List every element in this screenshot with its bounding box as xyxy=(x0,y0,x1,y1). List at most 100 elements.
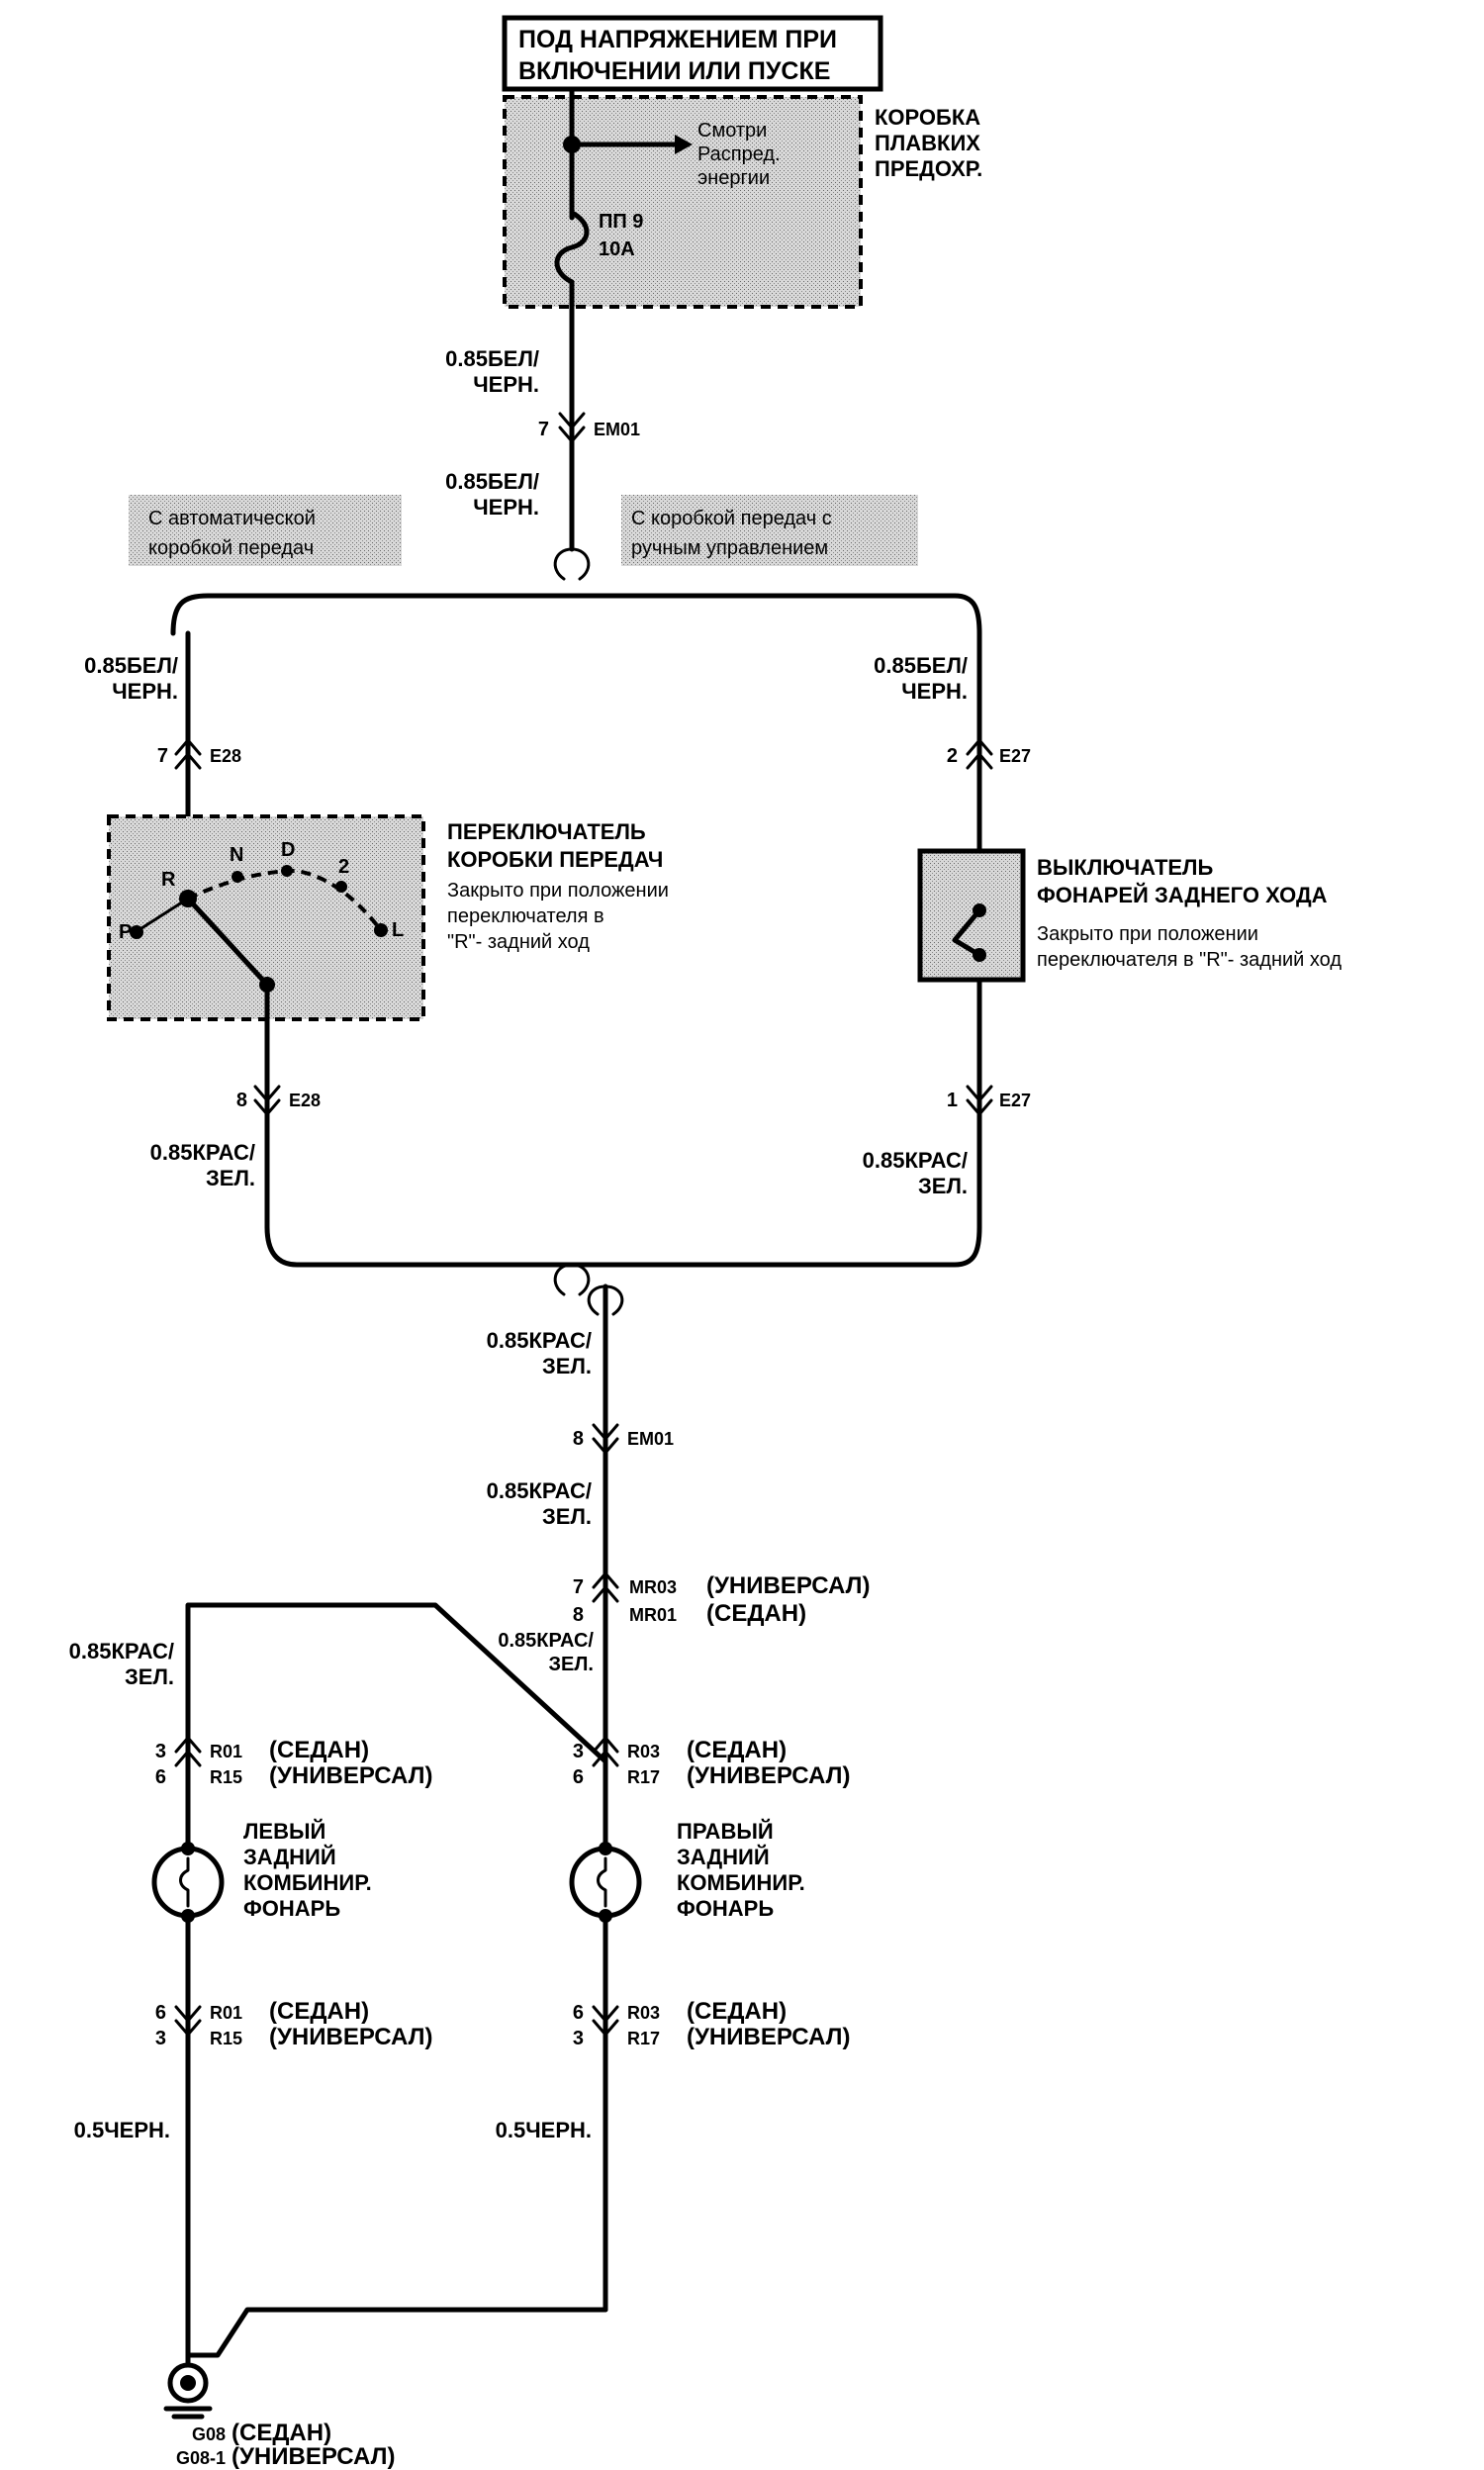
svg-text:E27: E27 xyxy=(999,746,1031,766)
left-lamp-label-4: ФОНАРЬ xyxy=(243,1896,340,1921)
wire-bus-top xyxy=(170,593,982,636)
svg-text:R17: R17 xyxy=(627,1767,660,1787)
right-lamp-label-2: ЗАДНИЙ xyxy=(677,1845,770,1869)
gear-pos-P: P xyxy=(119,921,132,943)
svg-text:R01: R01 xyxy=(210,2003,242,2023)
svg-text:(СЕДАН): (СЕДАН) xyxy=(269,1998,369,2025)
wire-label-right-bottom-a: 0.85КРАС/ xyxy=(863,1148,968,1173)
fuse-see-note-2: Распред. xyxy=(697,143,781,165)
connector-e28-bottom: 8 E28 xyxy=(236,1085,321,1116)
fuse-rating: 10А xyxy=(599,238,635,260)
right-lamp-label-4: ФОНАРЬ xyxy=(677,1896,774,1921)
wire-label-center1-b: ЗЕЛ. xyxy=(542,1354,592,1378)
svg-text:R03: R03 xyxy=(627,2003,660,2023)
wire-label-center2-b: ЗЕЛ. xyxy=(542,1504,592,1529)
connector-e27-bottom: 1 E27 xyxy=(947,1085,1031,1116)
svg-text:(СЕДАН): (СЕДАН) xyxy=(706,1600,806,1627)
wire-label-w1b: ЧЕРН. xyxy=(473,372,539,397)
wire-label-left-bottom-a: 0.85КРАС/ xyxy=(150,1140,255,1165)
fuse-id: ПП 9 xyxy=(599,211,643,233)
gear-switch-title-1: ПЕРЕКЛЮЧАТЕЛЬ xyxy=(447,819,646,844)
svg-text:С коробкой передач с: С коробкой передач с xyxy=(631,508,832,529)
fuse-see-note-1: Смотри xyxy=(697,120,767,142)
gear-switch-note-2: переключателя в xyxy=(447,905,604,927)
fuse-box-title-3: ПРЕДОХР. xyxy=(875,156,982,181)
variant-auto-note: С автоматической коробкой передач xyxy=(129,495,402,566)
reverse-switch-title-2: ФОНАРЕЙ ЗАДНЕГО ХОДА xyxy=(1037,883,1328,907)
svg-text:ручным управлением: ручным управлением xyxy=(631,537,828,559)
arrow-right-icon xyxy=(675,135,693,154)
fuse-box-title-2: ПЛАВКИХ xyxy=(875,131,980,155)
svg-text:6: 6 xyxy=(573,2002,584,2024)
wire-label-w2a: 0.85БЕЛ/ xyxy=(445,469,539,494)
wire-label-lamp-left-a: 0.85КРАС/ xyxy=(69,1639,174,1663)
connector-em01-top: 7 EM01 xyxy=(538,412,640,443)
svg-text:(УНИВЕРСАЛ): (УНИВЕРСАЛ) xyxy=(687,2024,850,2050)
ground-id-2: G08-1 xyxy=(176,2448,226,2468)
svg-text:С автоматической: С автоматической xyxy=(148,508,316,529)
wire-label-center1-a: 0.85КРАС/ xyxy=(487,1328,592,1353)
svg-text:EM01: EM01 xyxy=(627,1429,674,1449)
connector-em01-mid: 8 EM01 xyxy=(573,1423,674,1455)
gear-pos-D: D xyxy=(281,839,295,861)
connector-right-lamp-top: 3 R03 (СЕДАН) 6 R17 (УНИВЕРСАЛ) xyxy=(573,1736,850,1789)
gear-pos-L: L xyxy=(392,919,404,941)
svg-text:(СЕДАН): (СЕДАН) xyxy=(687,1737,787,1763)
svg-text:1: 1 xyxy=(947,1090,958,1111)
svg-text:коробкой передач: коробкой передач xyxy=(148,537,314,559)
left-lamp-label-1: ЛЕВЫЙ xyxy=(243,1819,325,1844)
wire-label-right-bottom-b: ЗЕЛ. xyxy=(918,1174,968,1198)
svg-text:7: 7 xyxy=(573,1576,584,1598)
svg-text:3: 3 xyxy=(573,2028,584,2049)
svg-text:(УНИВЕРСАЛ): (УНИВЕРСАЛ) xyxy=(269,1762,432,1789)
variant-manual-note: С коробкой передач с ручным управлением xyxy=(621,495,918,566)
wire-label-ground-right: 0.5ЧЕРН. xyxy=(496,2118,592,2142)
connector-left-lamp-bottom: 6 R01 (СЕДАН) 3 R15 (УНИВЕРСАЛ) xyxy=(155,1998,433,2050)
wire-label-left-bottom-b: ЗЕЛ. xyxy=(206,1166,255,1190)
wire-ground-join xyxy=(185,2307,608,2358)
wire-label-diag-a: 0.85КРАС/ xyxy=(498,1630,594,1652)
fuse-box-title-1: КОРОБКА xyxy=(875,105,980,130)
ground-note-1: (СЕДАН) xyxy=(232,2420,331,2446)
svg-text:R01: R01 xyxy=(210,1742,242,1761)
svg-text:R15: R15 xyxy=(210,2029,242,2048)
svg-text:E28: E28 xyxy=(210,746,241,766)
left-lamp-label-2: ЗАДНИЙ xyxy=(243,1845,336,1869)
wire-label-right-top-b: ЧЕРН. xyxy=(901,679,968,704)
right-lamp-label-1: ПРАВЫЙ xyxy=(677,1819,774,1844)
svg-text:MR03: MR03 xyxy=(629,1577,677,1597)
svg-text:6: 6 xyxy=(155,2002,166,2024)
svg-text:6: 6 xyxy=(155,1766,166,1788)
svg-text:(УНИВЕРСАЛ): (УНИВЕРСАЛ) xyxy=(706,1572,870,1599)
power-supply-label-box: ПОД НАПРЯЖЕНИЕМ ПРИ ВКЛЮЧЕНИИ ИЛИ ПУСКЕ xyxy=(502,15,883,92)
svg-text:8: 8 xyxy=(573,1428,584,1450)
wire-label-w2b: ЧЕРН. xyxy=(473,495,539,520)
gear-pos-N: N xyxy=(230,844,243,866)
wire-label-center2-a: 0.85КРАС/ xyxy=(487,1478,592,1503)
svg-text:R03: R03 xyxy=(627,1742,660,1761)
wire-label-left-top-a: 0.85БЕЛ/ xyxy=(84,653,178,678)
svg-text:(УНИВЕРСАЛ): (УНИВЕРСАЛ) xyxy=(687,1762,850,1789)
reverse-switch-note-1: Закрыто при положении xyxy=(1037,923,1258,945)
fuse-symbol xyxy=(554,210,590,285)
svg-text:6: 6 xyxy=(573,1766,584,1788)
gear-switch-note-1: Закрыто при положении xyxy=(447,880,669,902)
gear-pos-R: R xyxy=(161,869,176,891)
wire-bus-bottom xyxy=(264,1224,982,1268)
ground-note-2: (УНИВЕРСАЛ) xyxy=(232,2443,395,2470)
right-lamp-bulb-icon xyxy=(569,1842,642,1923)
left-lamp-label-3: КОМБИНИР. xyxy=(243,1870,372,1895)
svg-text:8: 8 xyxy=(573,1604,584,1626)
gear-pos-2: 2 xyxy=(338,856,349,878)
wire-label-right-top-a: 0.85БЕЛ/ xyxy=(874,653,968,678)
svg-text:2: 2 xyxy=(947,745,958,767)
wire-label-left-top-b: ЧЕРН. xyxy=(112,679,178,704)
reverse-switch-note-2: переключателя в "R"- задний ход xyxy=(1037,949,1342,971)
ground-id-1: G08 xyxy=(192,2424,226,2444)
connector-right-lamp-bottom: 6 R03 (СЕДАН) 3 R17 (УНИВЕРСАЛ) xyxy=(573,1998,851,2050)
supply-line-1: ПОД НАПРЯЖЕНИЕМ ПРИ xyxy=(518,26,837,53)
wire-label-ground-left: 0.5ЧЕРН. xyxy=(74,2118,170,2142)
connector-left-lamp-top: 3 R01 (СЕДАН) 6 R15 (УНИВЕРСАЛ) xyxy=(155,1736,432,1789)
svg-text:EM01: EM01 xyxy=(594,420,640,439)
